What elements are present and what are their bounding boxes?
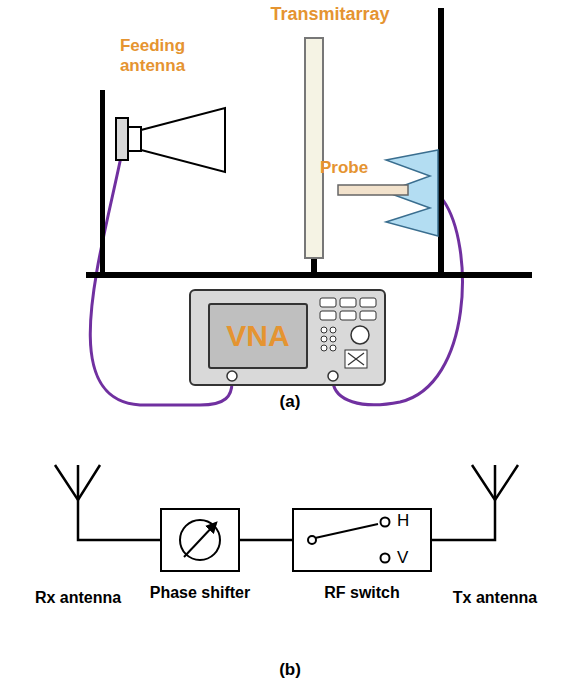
switch-pivot	[308, 536, 316, 544]
vna-button	[320, 311, 336, 320]
switch-contact	[381, 554, 390, 563]
vna-key	[330, 336, 336, 342]
vna-knob	[351, 326, 369, 344]
vna-button	[360, 311, 376, 320]
vna-port	[328, 371, 338, 381]
wire	[432, 465, 495, 540]
vna-key	[321, 327, 327, 333]
vna-keypad-mark	[348, 353, 364, 365]
panel-label: (b)	[260, 660, 320, 680]
vna-key	[330, 327, 336, 333]
horn-antenna	[141, 108, 225, 172]
wire	[78, 465, 160, 540]
optical-bench	[86, 272, 532, 278]
phase-shifter-symbol	[180, 520, 220, 560]
phase-shifter-box: Phase shifter	[160, 508, 240, 572]
vna-key	[321, 345, 327, 351]
horn-feed	[128, 127, 141, 151]
part-label: Transmitarray	[250, 4, 410, 26]
vna-screen: VNA	[208, 303, 308, 369]
right-pole	[438, 8, 444, 274]
rf-switch-box: RF switch	[292, 508, 432, 572]
vna-button	[320, 298, 336, 307]
port-label: V	[397, 548, 419, 568]
vna-keypad	[345, 350, 367, 368]
vna-button	[360, 298, 376, 307]
switch-arm	[315, 524, 378, 538]
antenna-label: Tx antenna	[445, 588, 545, 607]
vna-key	[321, 336, 327, 342]
transmitarray-panel	[305, 38, 323, 258]
antenna-label: Rx antenna	[28, 588, 128, 607]
block-name: RF switch	[324, 584, 400, 602]
block-name: Phase shifter	[150, 584, 250, 602]
wire	[240, 539, 292, 542]
vna-button	[340, 298, 356, 307]
switch-contact	[381, 518, 390, 527]
vna-body	[190, 290, 385, 385]
vna-key	[330, 345, 336, 351]
vna-button	[340, 311, 356, 320]
vna-port	[227, 371, 237, 381]
part-label: Feeding antenna	[105, 36, 200, 77]
port-label: H	[397, 511, 419, 531]
phase-shifter-arrow	[184, 523, 216, 557]
part-label: Probe	[320, 158, 380, 178]
probe-body	[338, 185, 408, 195]
left-pole	[100, 90, 105, 274]
panel-label: (a)	[260, 392, 320, 412]
horn-flange	[116, 118, 128, 160]
screen-text: VNA	[226, 319, 289, 353]
